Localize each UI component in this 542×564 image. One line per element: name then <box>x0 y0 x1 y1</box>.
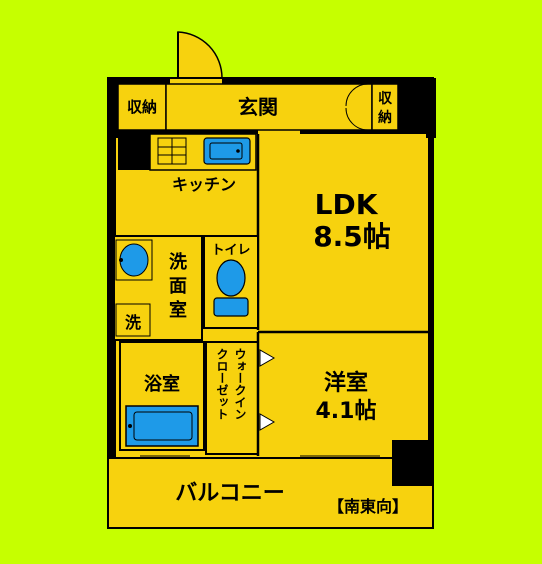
washer-icon <box>115 303 151 337</box>
kitchen-label: キッチン <box>172 175 236 194</box>
storage-left-label: 収納 <box>127 98 157 116</box>
entrance <box>165 83 373 131</box>
washroom-label-1: 洗 <box>169 251 187 273</box>
storage-left <box>117 83 167 131</box>
balcony-area <box>107 457 434 529</box>
washer-label: 洗 <box>125 313 141 332</box>
storage-right-label-1: 収 <box>378 90 393 107</box>
kitchen-counter <box>118 133 257 171</box>
balcony-label: バルコニー <box>175 481 285 506</box>
washbasin-icon <box>115 239 153 281</box>
ldk-size: 8.5帖 <box>313 220 391 253</box>
walkin-label-col1: ウォークイン <box>233 348 247 420</box>
western-room-size: 4.1帖 <box>316 399 377 424</box>
bathroom-label: 浴室 <box>144 373 180 395</box>
washroom-label-3: 室 <box>169 299 187 321</box>
western-room-name: 洋室 <box>324 370 368 396</box>
ldk-name: LDK <box>315 188 379 221</box>
toilet-label: トイレ <box>211 243 250 258</box>
orientation-label: 【南東向】 <box>328 497 408 516</box>
outer-walls <box>108 78 436 486</box>
toilet-icon <box>213 259 249 317</box>
entrance-door-swing <box>177 31 223 79</box>
entrance-label: 玄関 <box>238 95 278 119</box>
closet-door-icons <box>259 349 276 431</box>
storage-right-label-2: 納 <box>378 109 392 126</box>
walk-in-closet <box>205 341 259 455</box>
entrance-right-door-icon <box>345 83 369 131</box>
walkin-label-col2: クローゼット <box>215 348 229 420</box>
washroom-label-2: 面 <box>169 276 187 297</box>
storage-right <box>371 83 399 131</box>
